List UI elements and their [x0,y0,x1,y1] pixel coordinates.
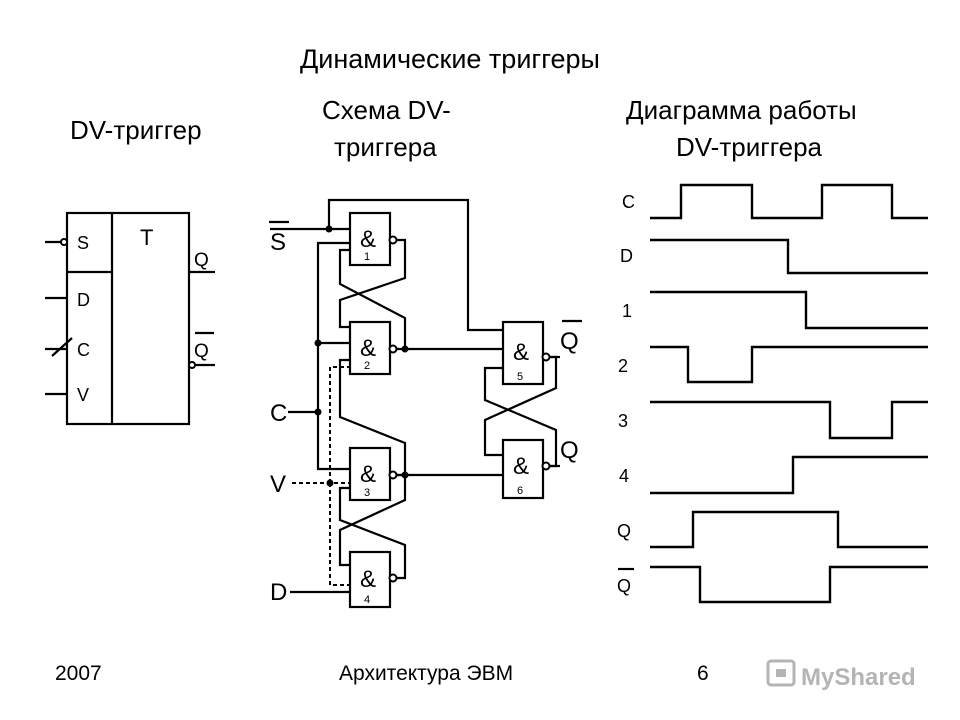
wave-4 [650,455,928,495]
gate-4-number: 4 [364,594,370,606]
gate-1-symbol: & [360,226,376,253]
diagram-heading-line1: Диаграмма работы [626,95,857,125]
symbol-input-c: C [77,340,90,360]
gate-6-symbol: & [513,453,529,480]
timing-diagram: C D 1 2 3 4 Q Q [617,183,928,604]
signal-label-c: C [622,192,635,212]
myshared-logo: MyShared [766,659,916,691]
gate-1-number: 1 [364,251,370,263]
signal-label-4: 4 [619,466,629,486]
symbol-input-s: S [77,233,89,253]
wave-2 [650,345,928,384]
gate-6-number: 6 [517,485,523,497]
signal-label-1: 1 [622,301,632,321]
gate-5-symbol: & [513,339,529,366]
gate-5 [501,320,545,386]
gate-4-symbol: & [360,566,376,593]
dv-trigger-schematic: & 1 & 2 & 3 & 4 & 5 & 6 S C V D Q Q [269,198,582,609]
footer-year: 2007 [55,662,102,685]
signal-label-q: Q [617,521,631,541]
watermark-text: MyShared [801,664,916,691]
symbol-output-q: Q [194,250,209,271]
wave-3 [650,400,928,440]
symbol-output-q-bar: Q [194,341,209,362]
schema-heading-line1: Схема DV- [322,95,451,125]
dv-trigger-symbol: T S D C V Q Q [45,211,215,426]
schematic-input-d: D [270,579,287,606]
gate-3-symbol: & [360,461,376,488]
gate-2-symbol: & [360,335,376,362]
gate-2-number: 2 [364,360,370,372]
wave-q [650,510,928,549]
wave-1 [650,290,928,330]
wave-q-bar [650,565,928,604]
gate-5-number: 5 [517,371,523,383]
signal-label-q-bar: Q [617,576,631,596]
symbol-type-label: T [140,225,153,250]
footer-page-number: 6 [697,662,709,685]
schematic-input-c: C [270,400,287,427]
gate-3-number: 3 [364,487,370,499]
symbol-input-v: V [77,385,89,405]
signal-label-3: 3 [618,411,628,431]
schematic-output-q-bar: Q [560,328,579,355]
diagram-heading-line2: DV-триггера [676,132,823,162]
signal-label-d: D [620,246,633,266]
schematic-input-v: V [270,471,286,498]
footer-course: Архитектура ЭВМ [339,662,514,685]
wave-d [650,238,928,275]
signal-label-2: 2 [618,356,628,376]
schema-heading-line2: триггера [334,132,437,162]
wave-c [650,183,928,220]
schematic-output-q: Q [560,437,579,464]
symbol-input-d: D [77,290,90,310]
dv-trigger-heading: DV-триггер [70,115,202,145]
gate-3 [348,446,392,502]
page-title: Динамические триггеры [300,44,600,74]
schematic-input-s: S [270,229,286,256]
